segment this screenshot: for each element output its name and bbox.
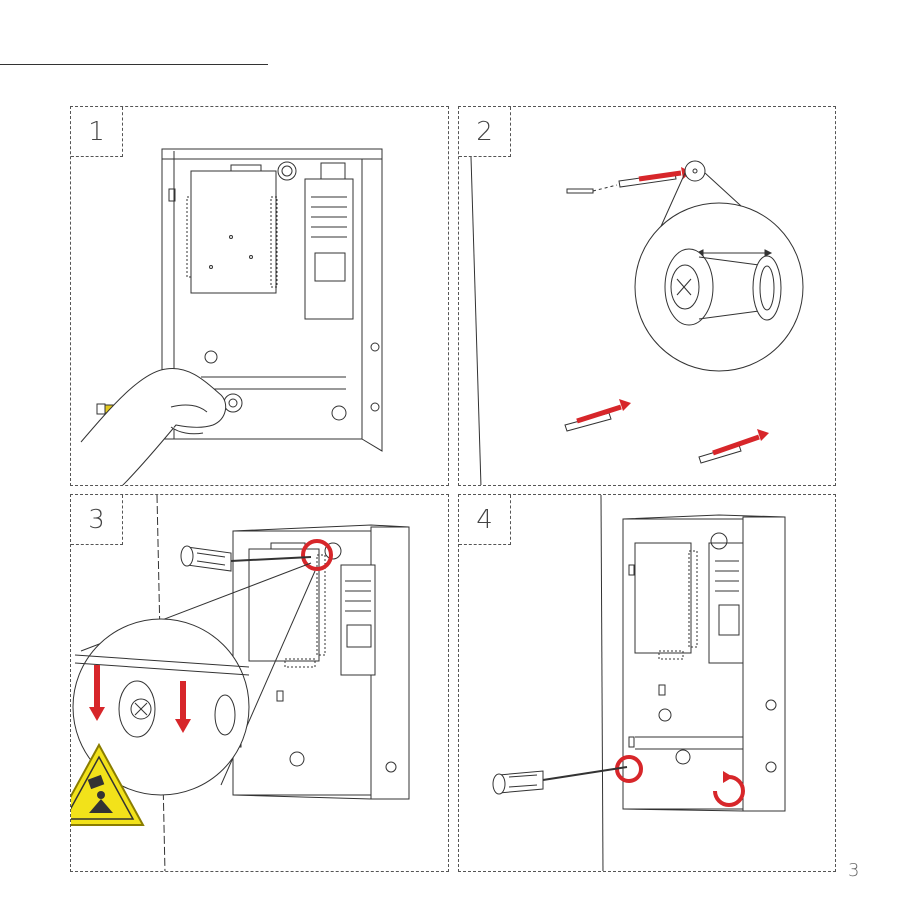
screwdriver-icon (493, 767, 627, 794)
step-number-4: 4 (459, 495, 511, 545)
control-board (187, 165, 277, 293)
power-supply (709, 543, 743, 663)
power-supply (305, 163, 353, 319)
step-2-illustration (459, 107, 836, 486)
step-panel-4: 4 (458, 494, 836, 872)
wall-anchor-icon (565, 399, 631, 431)
step-1-illustration (71, 107, 449, 486)
step-3-illustration (71, 495, 449, 872)
step-number-1: 1 (71, 107, 123, 157)
header-rule (0, 64, 268, 65)
screw-icon (567, 185, 617, 193)
step-number-2: 2 (459, 107, 511, 157)
power-supply (341, 565, 375, 675)
step-panel-3: 3 (70, 494, 449, 872)
hand-illustration (81, 368, 226, 486)
zoom-detail (635, 203, 803, 371)
step-panel-1: 1 (70, 106, 449, 486)
control-board (635, 543, 697, 659)
page-number: 3 (848, 860, 859, 881)
control-board (249, 543, 325, 667)
wall-anchor-icon (699, 429, 769, 463)
step-4-illustration (459, 495, 836, 872)
step-number-3: 3 (71, 495, 123, 545)
step-panel-2: 2 (458, 106, 836, 486)
